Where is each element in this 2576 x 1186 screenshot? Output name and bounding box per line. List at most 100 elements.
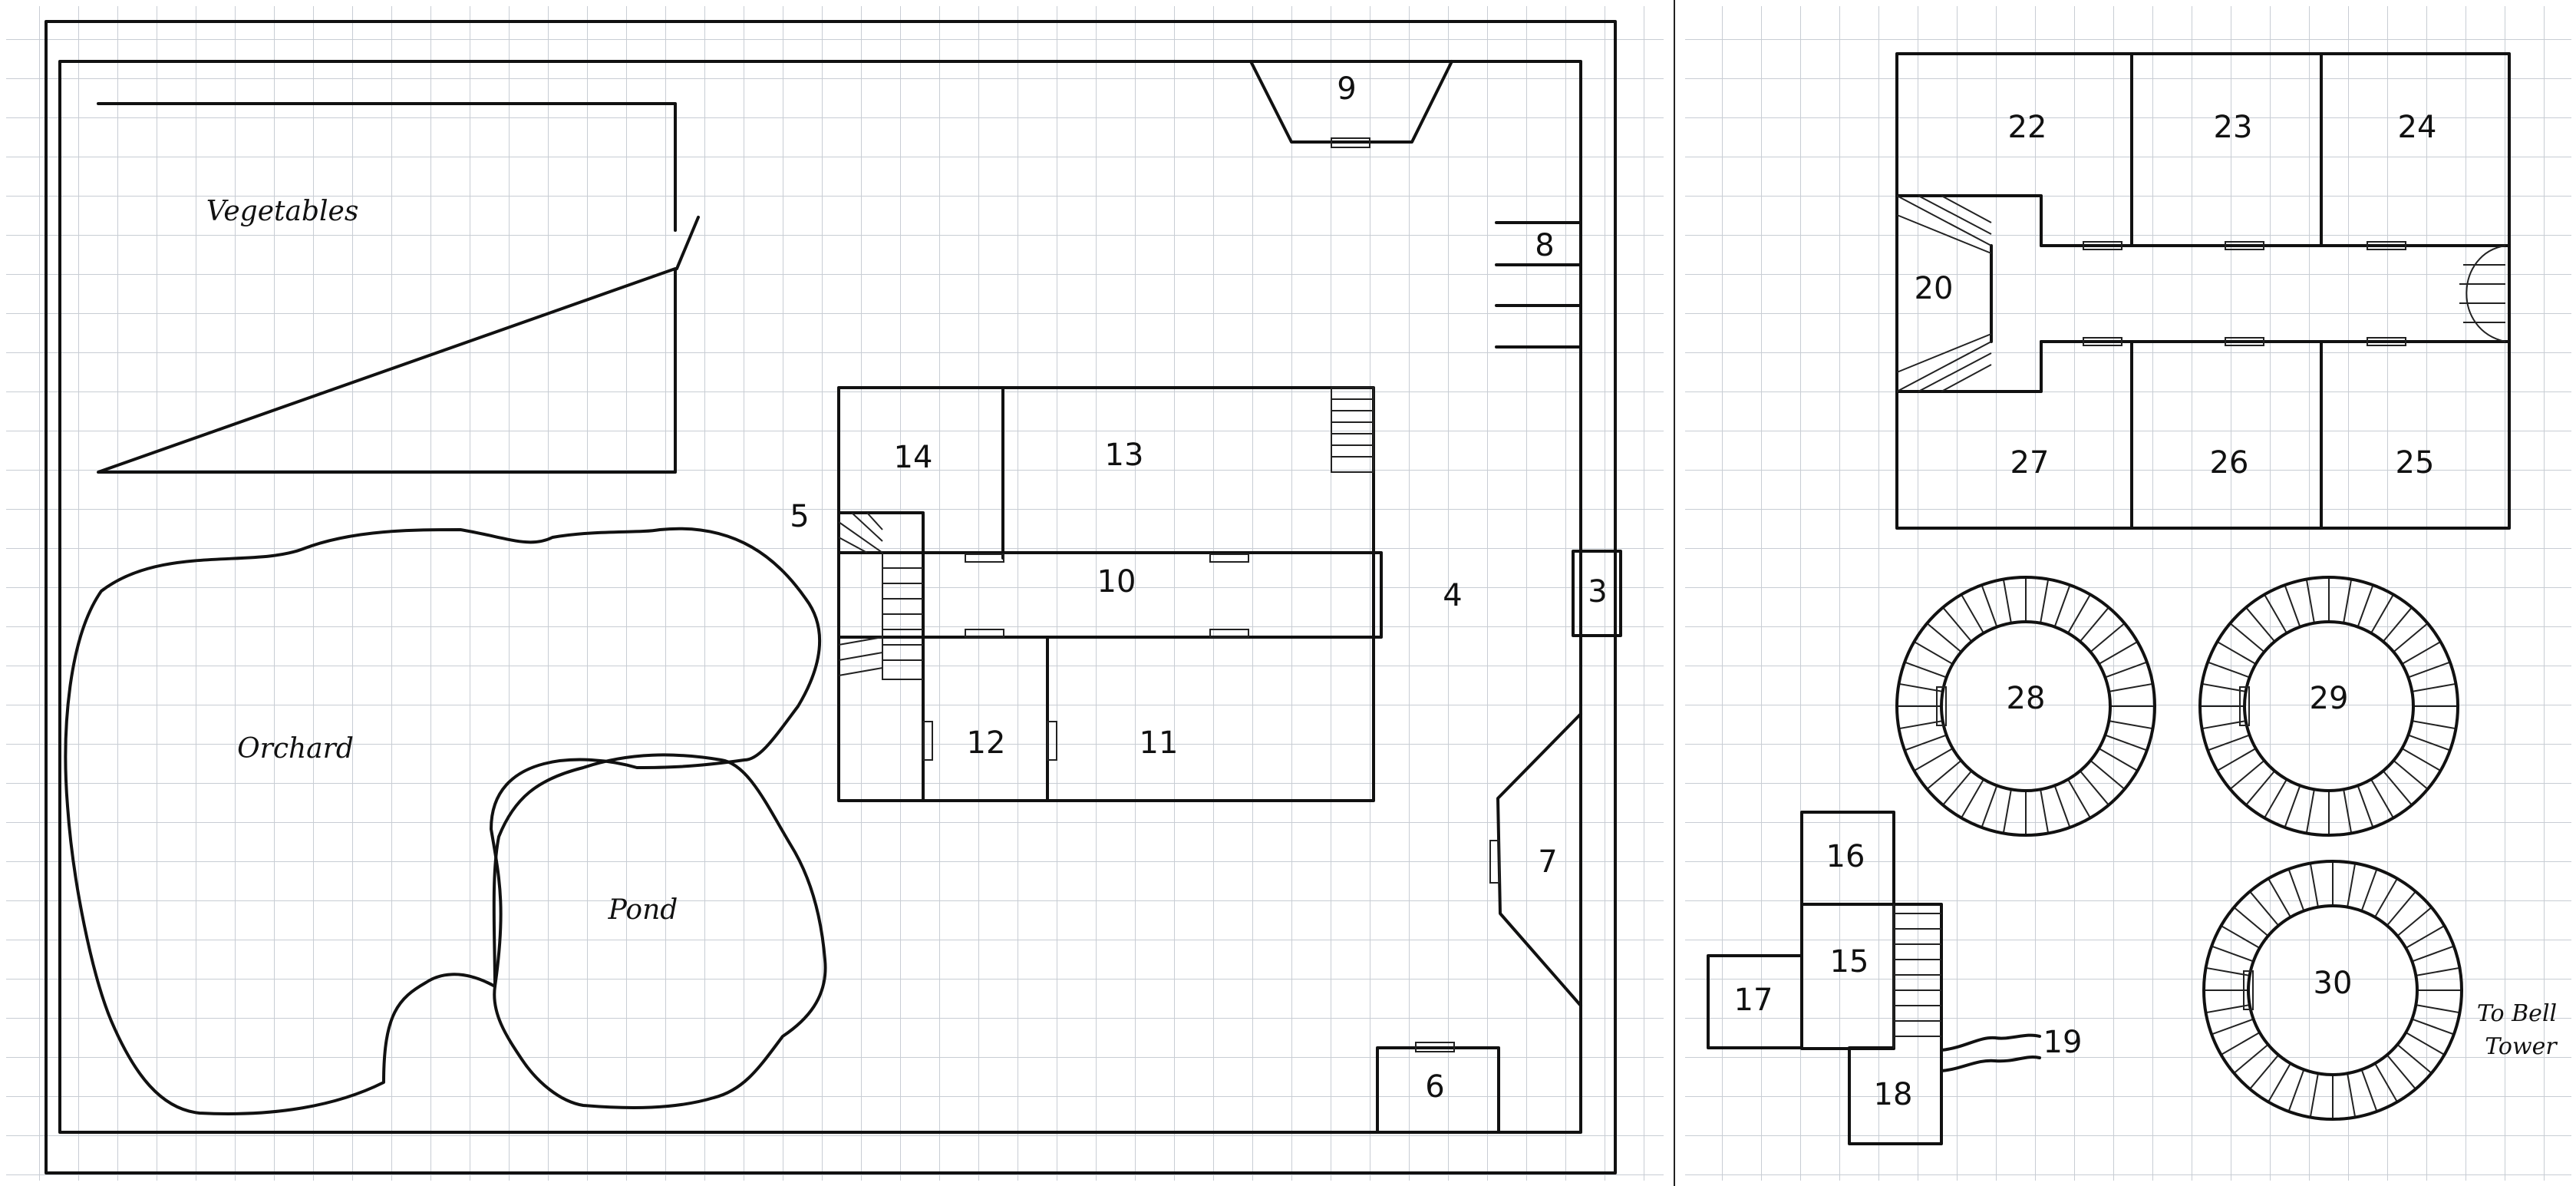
pond-area: Pond <box>492 753 827 1109</box>
inner-wall <box>58 60 1582 1134</box>
room-14-label: 14 <box>894 440 933 475</box>
stair-tread <box>2217 641 2257 665</box>
stair-tread <box>2416 966 2460 976</box>
stair-tread <box>2067 594 2091 634</box>
stair-tread <box>2401 748 2441 771</box>
stair-tread <box>2393 759 2429 790</box>
stair-tread <box>2205 966 2250 976</box>
stair-tread <box>2079 606 2109 643</box>
stair-tread <box>2382 770 2413 806</box>
bell-tower-note-line2: Tower <box>2485 1033 2558 1060</box>
room-16-label: 16 <box>1826 839 1865 874</box>
stair-tread <box>2105 734 2148 752</box>
stair-tread <box>2305 579 2315 623</box>
left-sheet-grid <box>6 6 1664 1181</box>
stair-tread <box>2405 925 2445 949</box>
stair-tread <box>2268 878 2291 918</box>
stair-tread <box>2412 720 2456 730</box>
stair-tread <box>2067 778 2091 818</box>
stair-tread <box>1914 641 1954 665</box>
stair-tread <box>2233 1043 2269 1074</box>
stair-tread <box>1926 759 1962 790</box>
right-sheet-grid <box>1685 6 2571 1181</box>
room-27-label: 27 <box>2010 445 2050 481</box>
stair-tread <box>2089 759 2126 790</box>
stair-tread <box>2408 661 2451 679</box>
tower-30: 30 To Bell Tower <box>2202 860 2558 1121</box>
stair-tread <box>2396 907 2433 937</box>
stair-tread <box>2287 1069 2305 1112</box>
stair-tread <box>2249 1054 2280 1090</box>
stair-tread <box>2040 789 2050 834</box>
stair-tread <box>2217 748 2257 771</box>
stair-tread <box>2229 759 2265 790</box>
stair-tread <box>2207 734 2250 752</box>
stair-tread <box>2205 1004 2250 1014</box>
room-20-label: 20 <box>1915 271 1954 306</box>
stair-tread <box>2382 606 2413 643</box>
stair-tread <box>2079 770 2109 806</box>
room-7-label: 7 <box>1538 844 1557 880</box>
stair-tread <box>2408 734 2451 752</box>
room-18-label: 18 <box>1874 1077 1913 1112</box>
stair-tread <box>2412 1018 2455 1036</box>
room-5-label: 5 <box>790 499 809 534</box>
stair-tread <box>1914 748 1954 771</box>
room-22-label: 22 <box>2008 110 2047 145</box>
room-13-label: 13 <box>1105 438 1144 473</box>
stair-tread <box>1961 594 1984 634</box>
stair-tread <box>2416 1004 2460 1014</box>
stair-tread <box>2374 1062 2398 1102</box>
stair-tread <box>2309 1073 2319 1118</box>
stair-tread <box>2002 579 2012 623</box>
room-11-label: 11 <box>1140 725 1179 761</box>
stair-tread <box>2393 623 2429 653</box>
room-6-label: 6 <box>1425 1069 1444 1105</box>
stair-tread <box>2360 1069 2378 1112</box>
stair-tread <box>1981 584 1998 627</box>
bell-tower-note-line1: To Bell <box>2477 1000 2557 1027</box>
vegetables-plot: Vegetables <box>97 102 700 474</box>
stair-tread <box>2233 907 2269 937</box>
stair-tread <box>2284 584 2301 627</box>
stair-tread <box>2211 945 2254 963</box>
stair-tread <box>2347 1073 2357 1118</box>
stair-tread <box>1942 606 1973 643</box>
stair-tread <box>2386 890 2416 927</box>
dormitory-block: 22 23 24 20 27 26 25 <box>1895 52 2511 530</box>
stair-tread <box>2343 789 2353 834</box>
room-9-label: 9 <box>1337 71 1356 107</box>
room-4-label: 4 <box>1443 578 1462 613</box>
room-29-label: 29 <box>2310 681 2349 716</box>
stair-tread <box>2386 1054 2416 1090</box>
stair-tread <box>2347 863 2357 907</box>
stair-tread <box>2105 661 2148 679</box>
pond-label: Pond <box>608 894 678 926</box>
stair-tread <box>2357 584 2374 627</box>
chapel-cluster: 16 15 17 18 19 <box>1707 811 2082 1145</box>
orchard-label: Orchard <box>237 733 354 765</box>
building-6: 6 <box>1376 1042 1500 1134</box>
stair-tread <box>2040 579 2050 623</box>
grounds-map: Vegetables Orchard Pond <box>45 20 1622 1174</box>
stair-tread <box>2374 878 2398 918</box>
stair-tread <box>2202 720 2246 730</box>
stair-tread <box>2053 584 2071 627</box>
tower-door <box>2239 686 2250 726</box>
room-26-label: 26 <box>2210 445 2249 481</box>
stair-tread <box>2405 1032 2445 1056</box>
room-10-label: 10 <box>1097 564 1136 600</box>
stair-tread <box>2343 579 2353 623</box>
building-9: 9 <box>1249 60 1453 148</box>
stair-tread <box>2264 594 2287 634</box>
stair-tread <box>2089 623 2126 653</box>
room-12-label: 12 <box>967 725 1006 761</box>
building-8: 8 <box>1495 221 1582 349</box>
stair-tread <box>1981 785 1998 828</box>
room-15-label: 15 <box>1830 944 1869 980</box>
stair-tread <box>2412 945 2455 963</box>
stair-tread <box>2098 641 2138 665</box>
stair-tread <box>2229 623 2265 653</box>
stair-tread <box>2360 868 2378 911</box>
